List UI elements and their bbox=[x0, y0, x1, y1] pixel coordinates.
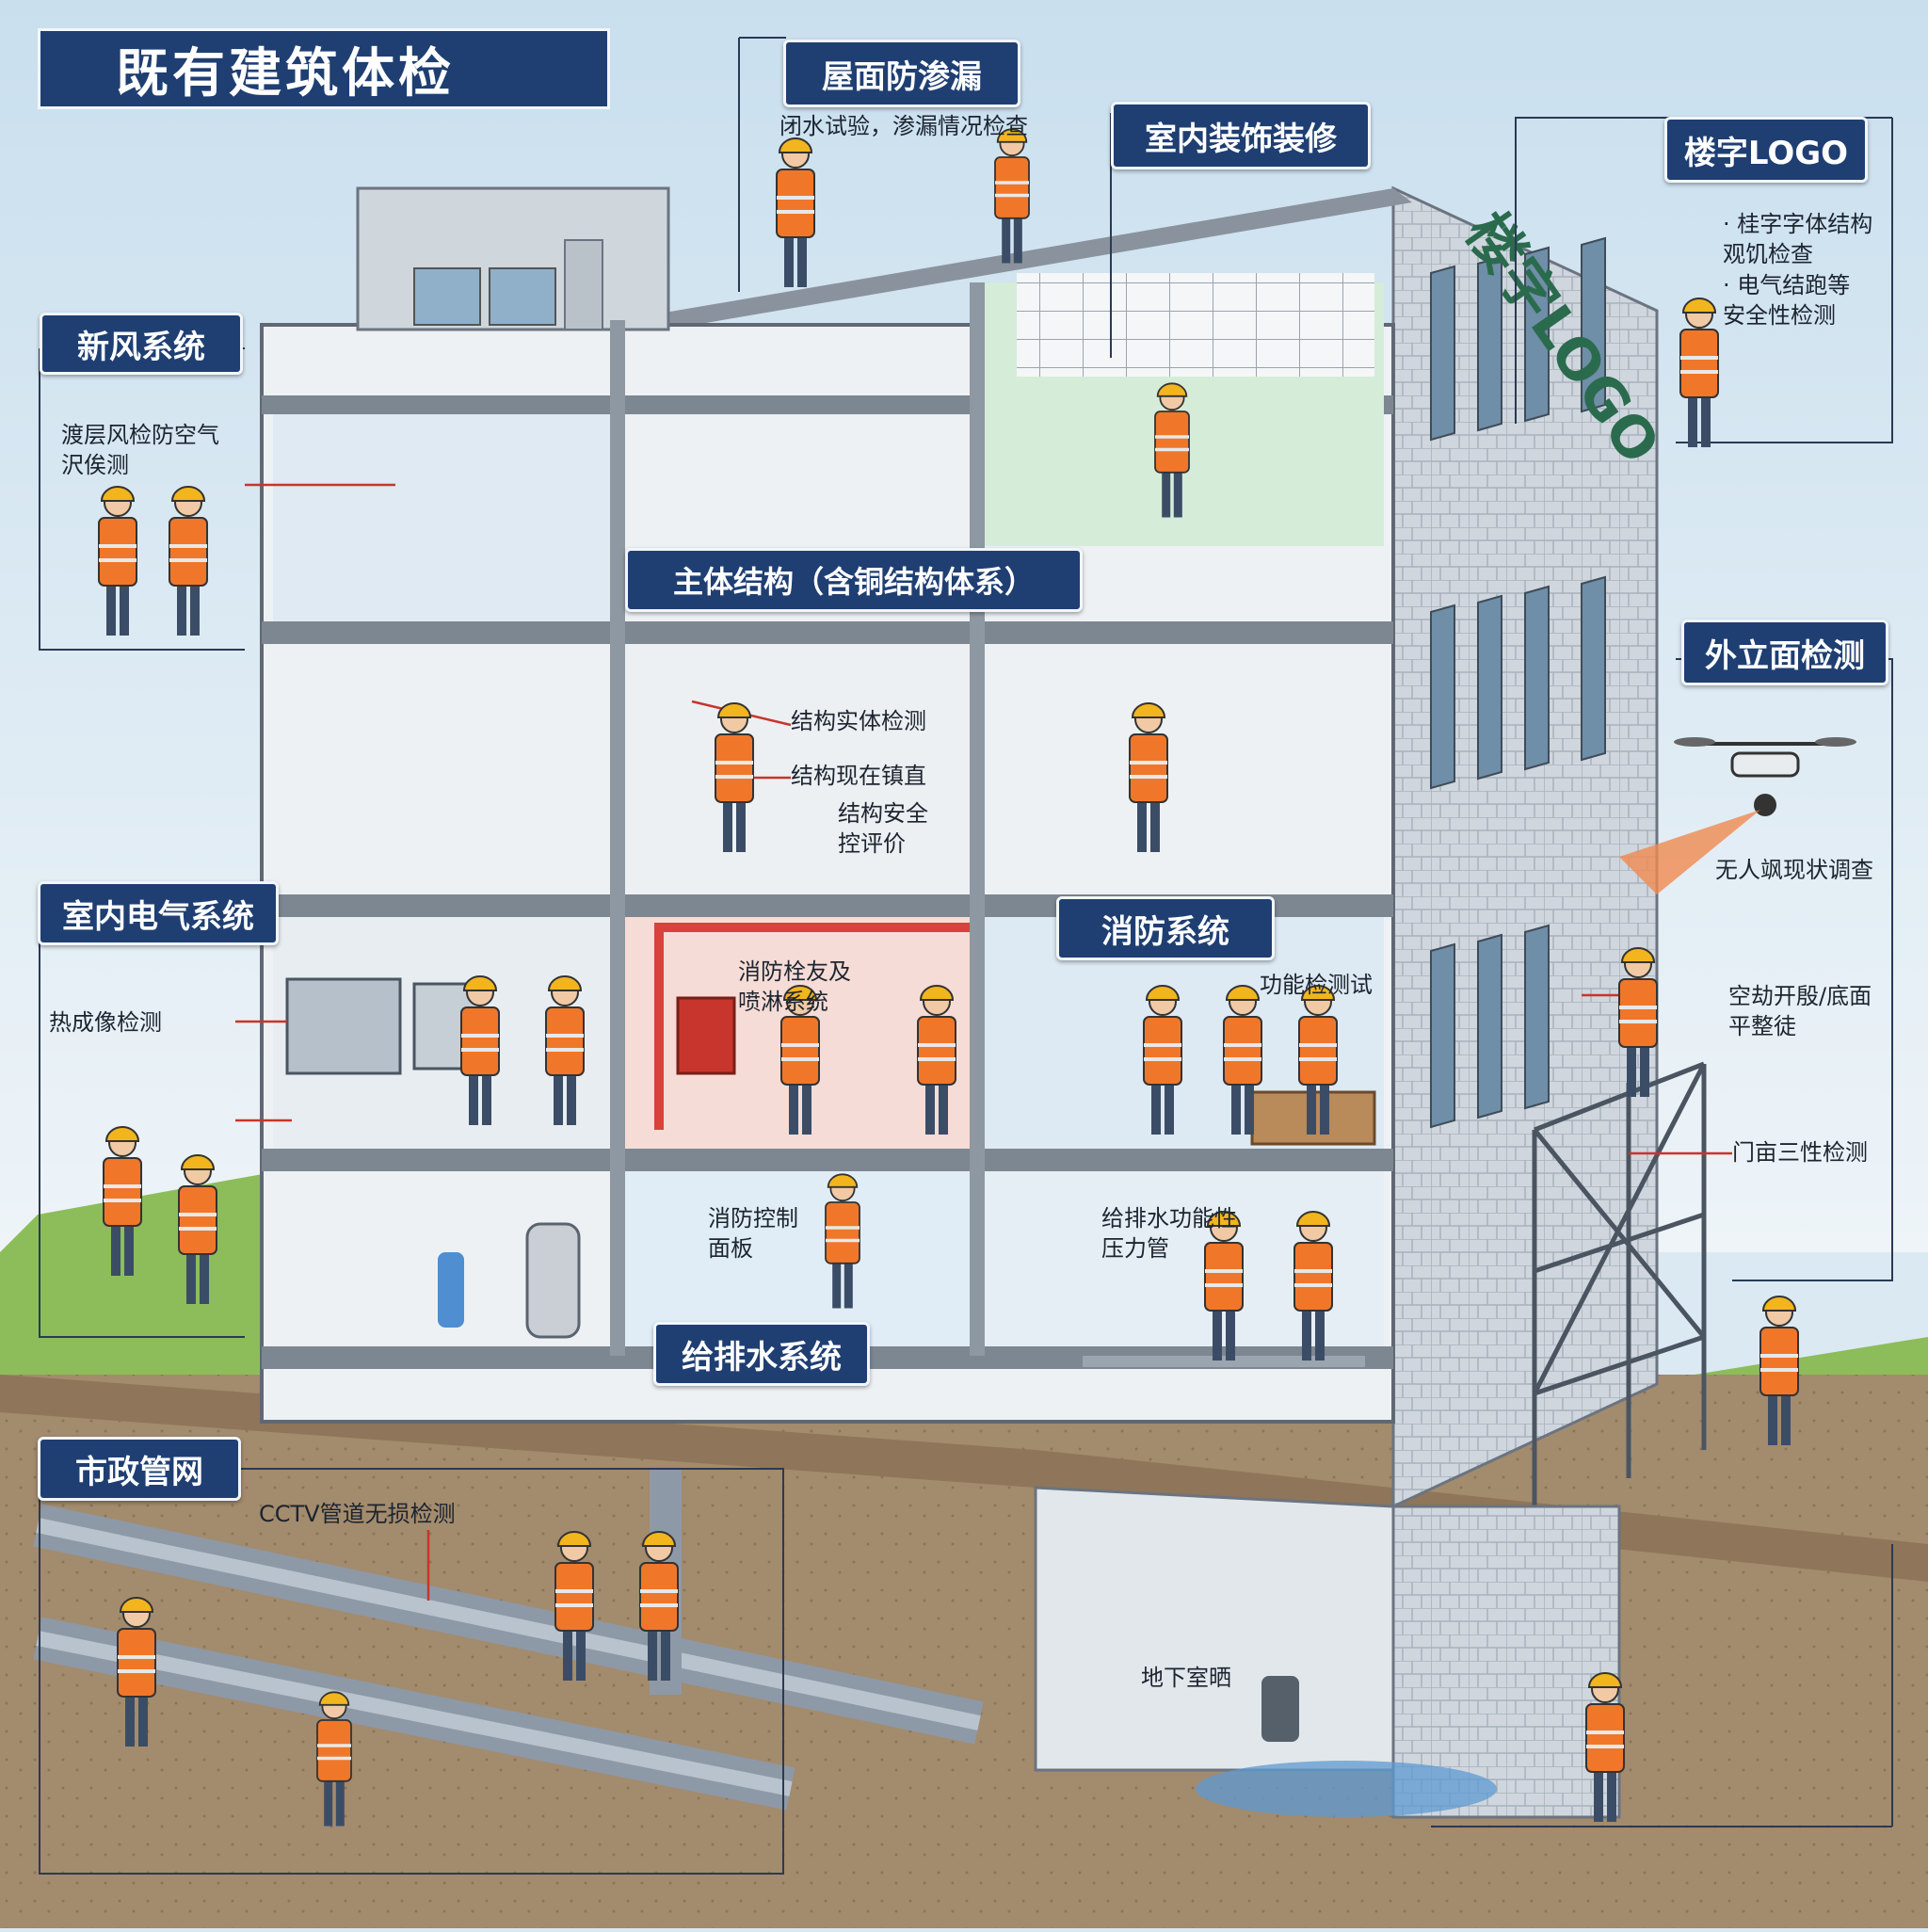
basement-room bbox=[1034, 1486, 1395, 1772]
fire-label: 消防系统 bbox=[1056, 896, 1275, 960]
water-note: 给排水功能性 压力管 bbox=[1101, 1203, 1237, 1264]
worker-figure bbox=[1143, 985, 1182, 1135]
logo-label: 楼字LOGO bbox=[1664, 117, 1868, 183]
worker-figure bbox=[1298, 985, 1338, 1135]
fire-panel-note: 消防控制 面板 bbox=[708, 1203, 798, 1264]
fire-hydrant-note: 消防栓友及 喷淋系统 bbox=[738, 957, 851, 1018]
drone-icon bbox=[1619, 737, 1856, 894]
electric-label: 室内电气系统 bbox=[38, 881, 279, 945]
worker-figure bbox=[1585, 1672, 1625, 1822]
facade-note-b: 门亩三性检测 bbox=[1732, 1139, 1868, 1166]
worker-figure bbox=[1204, 1211, 1244, 1360]
worker-figure bbox=[994, 128, 1030, 264]
drone-note: 无人飒现状调查 bbox=[1715, 857, 1873, 883]
worker-figure bbox=[825, 1173, 860, 1309]
logo-note-line: · 电气结跑等 bbox=[1723, 271, 1851, 298]
water-label: 给排水系统 bbox=[653, 1322, 870, 1386]
basement-note: 地下室晒 bbox=[1141, 1665, 1231, 1691]
structure-note-2: 结构现在镇直 bbox=[791, 763, 926, 789]
fire-test-note: 功能检测试 bbox=[1260, 972, 1373, 998]
worker-figure bbox=[1759, 1296, 1799, 1445]
municipal-pipes bbox=[33, 1469, 984, 1811]
fresh-air-note-line: 渡层风检防空气 bbox=[61, 422, 219, 448]
structure-note-line: 控评价 bbox=[838, 830, 906, 858]
worker-figure bbox=[776, 137, 815, 287]
structure-note-3: 结构安全 控评价 bbox=[838, 798, 928, 860]
facade-note-a: 空劫开殷/底面 平整徒 bbox=[1728, 981, 1872, 1042]
worker-figure bbox=[639, 1531, 679, 1681]
municipal-note: CCTV管道无损检测 bbox=[259, 1501, 456, 1527]
worker-figure bbox=[316, 1691, 352, 1827]
worker-figure bbox=[178, 1154, 217, 1304]
worker-figure bbox=[460, 975, 500, 1125]
scaffold bbox=[1532, 1061, 1707, 1506]
page-title: 既有建筑体检 bbox=[38, 28, 610, 109]
roof-note: 闭水试验，渗漏情况检查 bbox=[779, 113, 1028, 139]
worker-figure bbox=[1618, 947, 1658, 1097]
water-heater bbox=[525, 1222, 581, 1339]
worker-figure bbox=[1154, 382, 1190, 518]
water-room-mid bbox=[625, 1171, 970, 1346]
worker-figure bbox=[169, 486, 208, 636]
structure-label: 主体结构（含铜结构体系） bbox=[625, 548, 1083, 612]
building-roof-slab bbox=[593, 188, 1412, 339]
worker-figure bbox=[554, 1531, 594, 1681]
worker-figure bbox=[1129, 702, 1168, 852]
pressure-pipe bbox=[1083, 1356, 1365, 1367]
logo-note-line: 安全性检测 bbox=[1723, 302, 1836, 330]
worker-figure bbox=[98, 486, 137, 636]
worker-figure bbox=[545, 975, 585, 1125]
facade-windows bbox=[1430, 236, 1606, 1129]
fresh-air-note-line: 沢俟测 bbox=[61, 452, 129, 479]
logo-note-line: · 桂字字体结构 bbox=[1723, 211, 1873, 237]
water-puddle bbox=[1196, 1761, 1497, 1817]
fresh-air-label: 新风系统 bbox=[40, 313, 243, 375]
facade-note-line: 空劫开殷/底面 bbox=[1728, 983, 1872, 1009]
electric-note: 热成像检测 bbox=[49, 1009, 162, 1036]
water-tank bbox=[438, 1252, 464, 1328]
worker-figure bbox=[917, 985, 956, 1135]
worker-figure bbox=[1223, 985, 1262, 1135]
fresh-air-note: 渡层风检防空气 沢俟测 bbox=[61, 420, 219, 481]
structure-note-line: 结构安全 bbox=[838, 800, 928, 827]
sump-pump bbox=[1261, 1676, 1299, 1742]
municipal-label: 市政管网 bbox=[38, 1437, 241, 1501]
roof-label: 屋面防渗漏 bbox=[783, 40, 1020, 107]
basement-wall-blocks bbox=[1391, 1505, 1621, 1819]
interior-label: 室内装饰装修 bbox=[1111, 102, 1371, 169]
worker-figure bbox=[1679, 298, 1719, 447]
fresh-air-room bbox=[273, 414, 610, 621]
fire-hydrant-note-line: 喷淋系统 bbox=[738, 989, 828, 1016]
fire-hydrant-note-line: 消防栓友及 bbox=[738, 958, 851, 985]
facade-label: 外立面检测 bbox=[1681, 620, 1888, 685]
worker-figure bbox=[117, 1597, 156, 1747]
electric-panel bbox=[285, 977, 402, 1075]
workers-layer bbox=[98, 128, 1799, 1827]
logo-note: · 桂字字体结构 观饥检查 · 电气结跑等 安全性检测 bbox=[1723, 209, 1872, 331]
fire-hydrant-cabinet bbox=[676, 996, 736, 1075]
structure-room bbox=[625, 644, 970, 894]
water-note-line: 压力管 bbox=[1101, 1235, 1169, 1263]
municipal-frame bbox=[39, 1468, 784, 1875]
structure-note-1: 结构实体检测 bbox=[791, 708, 926, 734]
fire-panel-note-line: 面板 bbox=[708, 1235, 753, 1263]
worker-figure bbox=[103, 1126, 142, 1276]
logo-note-line: 观饥检查 bbox=[1723, 241, 1813, 268]
water-note-line: 给排水功能性 bbox=[1101, 1205, 1237, 1232]
worker-figure bbox=[780, 985, 820, 1135]
facade-note-line: 平整徒 bbox=[1728, 1013, 1796, 1040]
worker-figure bbox=[1293, 1211, 1333, 1360]
interior-ceiling bbox=[1017, 273, 1374, 377]
fire-sprinkler-pipe bbox=[654, 923, 970, 1130]
worker-figure bbox=[715, 702, 754, 852]
fire-panel-note-line: 消防控制 bbox=[708, 1205, 798, 1232]
